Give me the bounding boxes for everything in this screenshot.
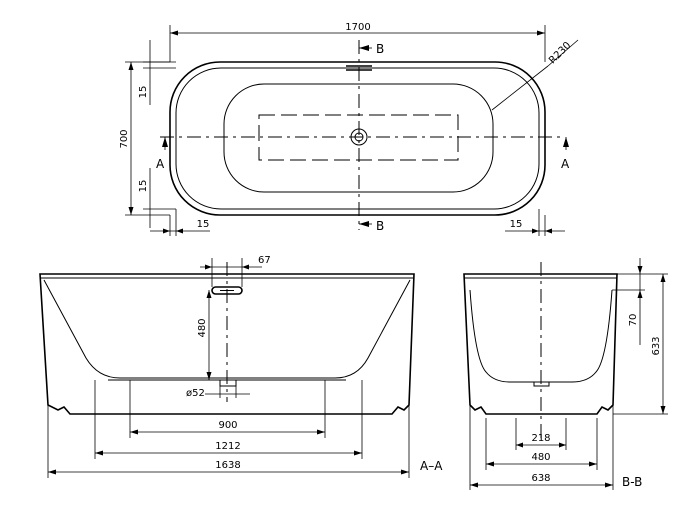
- section-a-right-label: A: [561, 157, 570, 171]
- dim-drain-diameter-text: ø52: [186, 388, 205, 399]
- dim-overflow-width-text: 67: [258, 255, 271, 266]
- dim-rim-height-text: 70: [628, 314, 639, 327]
- dim-total-height-text: 633: [651, 336, 662, 355]
- dim-rim-top-text: 15: [138, 86, 149, 99]
- dim-overflow-height-text: 480: [197, 318, 208, 337]
- tub-outer-outline: [169, 61, 546, 216]
- section-aa-label: A–A: [420, 459, 443, 473]
- top-view: 1700 700 15 15 15 15 R230: [119, 22, 579, 236]
- dim-rim-bottom-text: 15: [138, 180, 149, 193]
- section-bb-view: 70 633 218 480 638 B-B: [463, 258, 668, 490]
- section-b-top-label: B: [376, 42, 384, 56]
- dim-radius-text: R230: [547, 40, 573, 66]
- dim-rim-left-text: 15: [197, 219, 210, 230]
- drain-icon: [533, 382, 550, 387]
- dim-total-width-text: 638: [531, 473, 550, 484]
- dim-inner-bottom-text: 900: [218, 420, 237, 431]
- drain-icon: [219, 380, 237, 387]
- dim-drain-width-text: 218: [531, 433, 550, 444]
- dim-width-text: 700: [119, 129, 130, 148]
- section-a-left-label: A: [156, 157, 165, 171]
- tub-basin-outline: [223, 83, 494, 193]
- section-bb-label: B-B: [622, 475, 642, 489]
- dim-rim-right-text: 15: [510, 219, 523, 230]
- dim-length-text: 1700: [345, 22, 370, 33]
- dim-total-length-text: 1638: [215, 460, 240, 471]
- dim-bottom-width-text: 480: [531, 452, 550, 463]
- section-b-bottom-label: B: [376, 219, 384, 233]
- dim-outer-bottom-text: 1212: [215, 441, 240, 452]
- tub-rim-inner-line: [175, 67, 540, 210]
- section-aa-outer-outline: [39, 273, 415, 415]
- section-aa-view: 67 480 ø52 900 1212 1638 A–A: [39, 255, 443, 478]
- section-bb-outer-outline: [463, 273, 618, 415]
